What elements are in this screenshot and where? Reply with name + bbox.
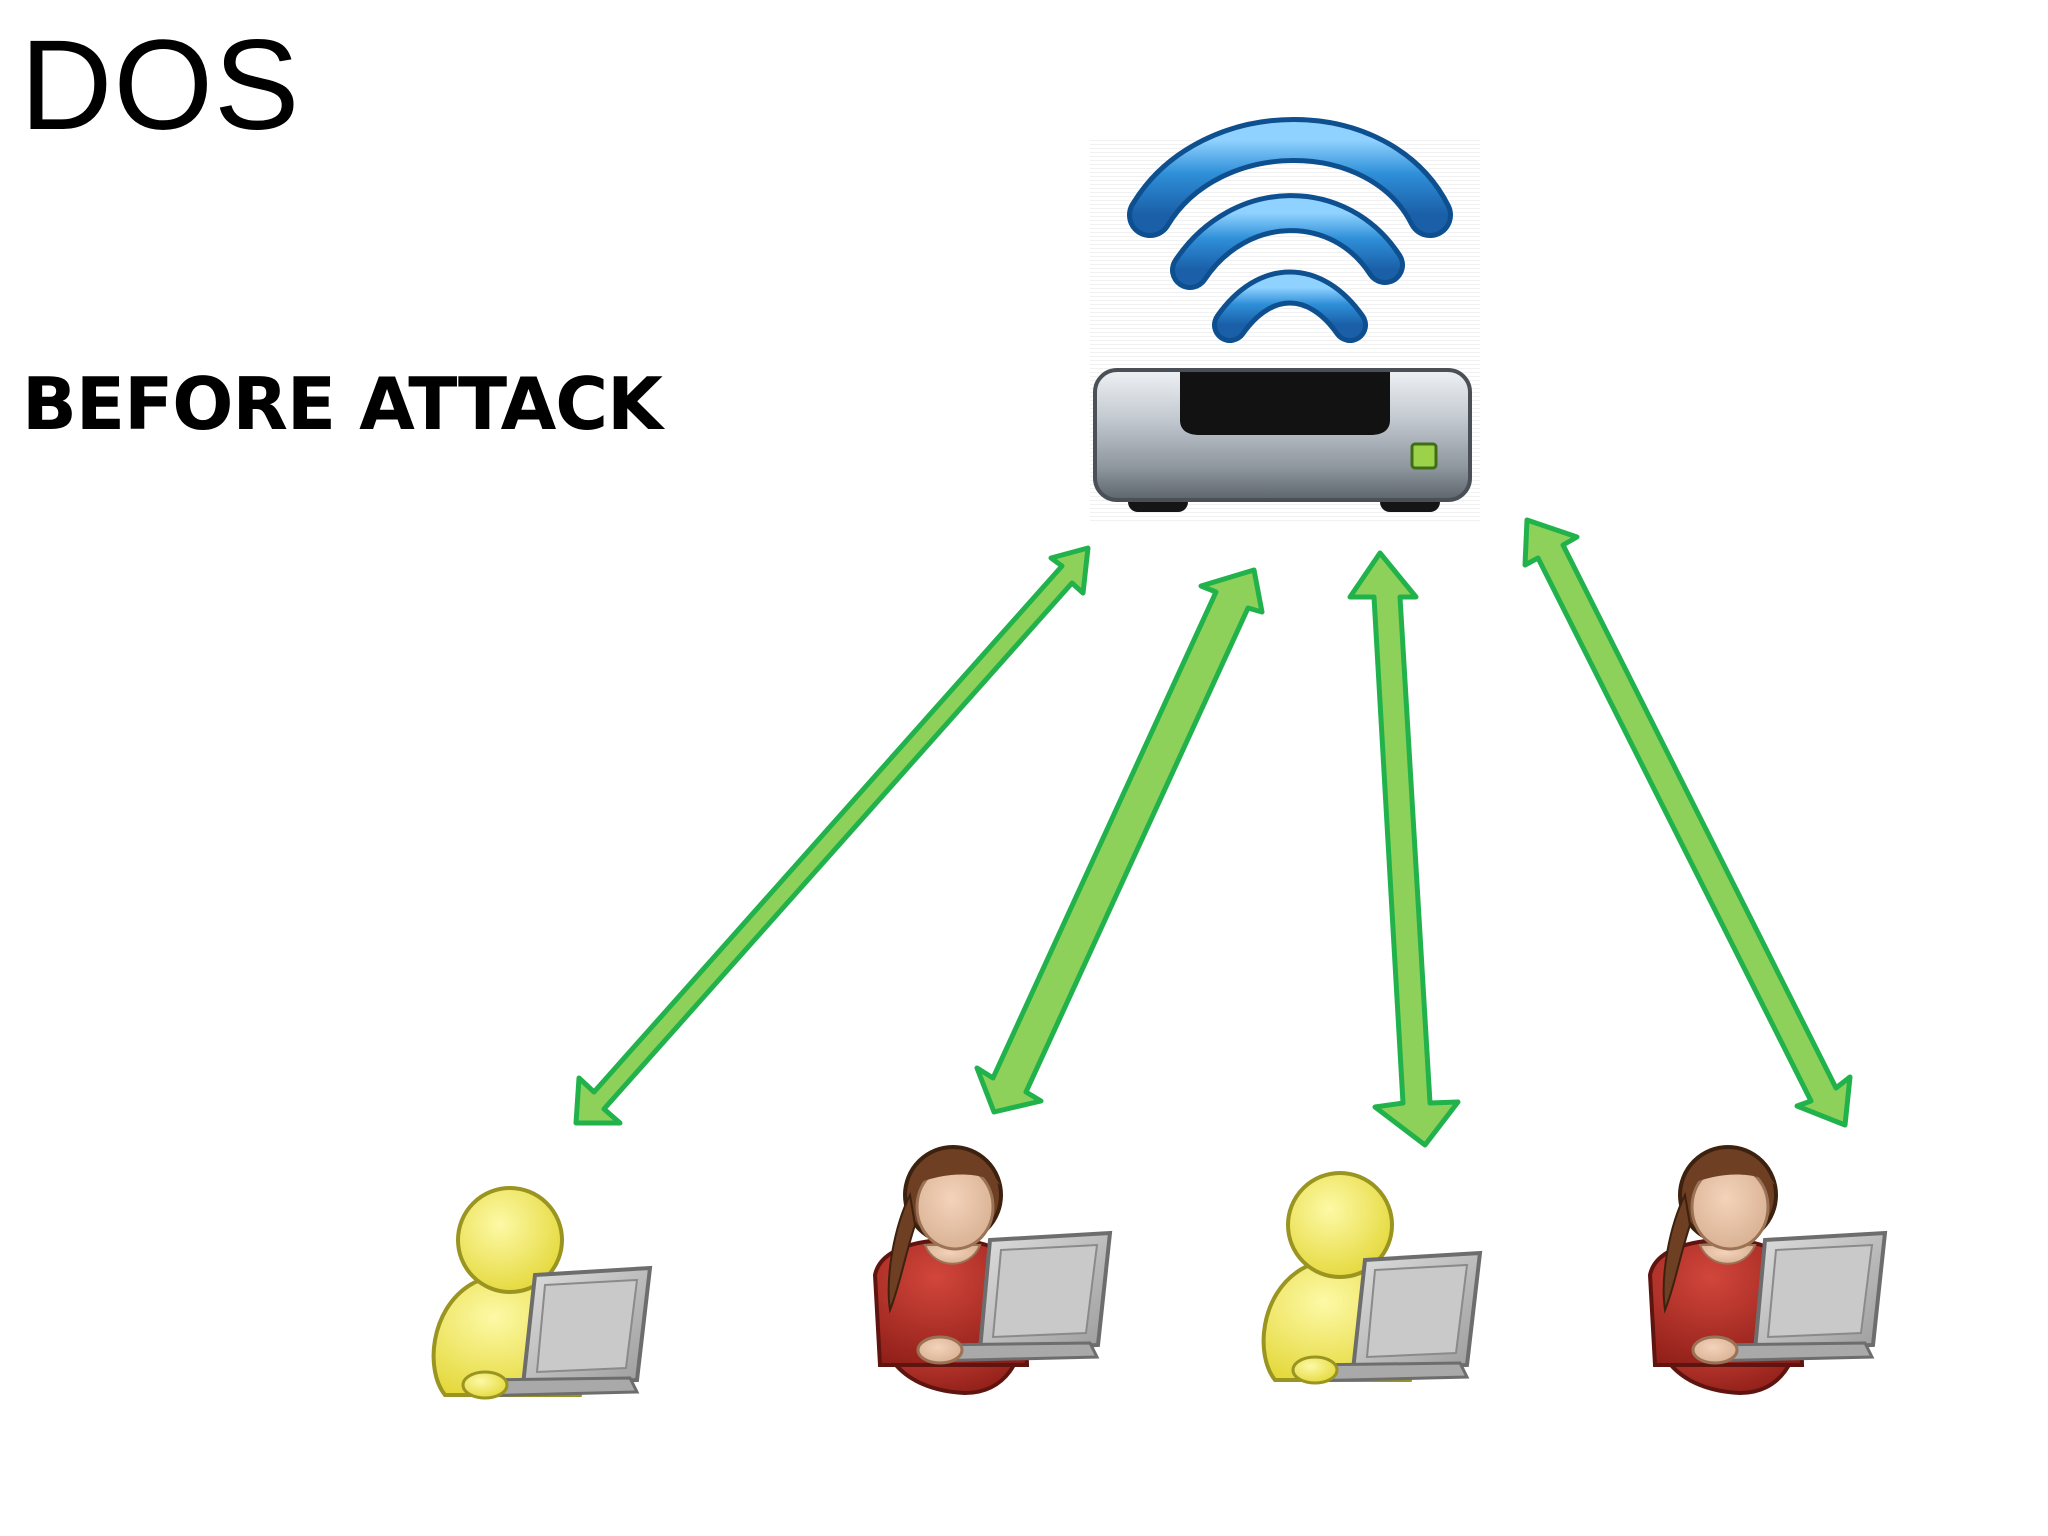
wifi-router-icon: [1090, 117, 1480, 523]
slide-subtitle: BEFORE ATTACK: [22, 362, 663, 446]
arrow-to-client-1: [573, 545, 1091, 1126]
client-2-icon: [873, 1145, 1112, 1395]
connection-arrows: [573, 517, 1853, 1148]
arrow-to-client-4: [1522, 517, 1853, 1128]
client-4-icon: [1648, 1145, 1887, 1395]
arrow-to-client-3: [1347, 550, 1461, 1148]
slide-title: DOS: [20, 14, 301, 157]
client-1-icon: [431, 1186, 652, 1400]
arrow-to-client-2: [974, 567, 1265, 1115]
client-3-icon: [1261, 1171, 1482, 1385]
